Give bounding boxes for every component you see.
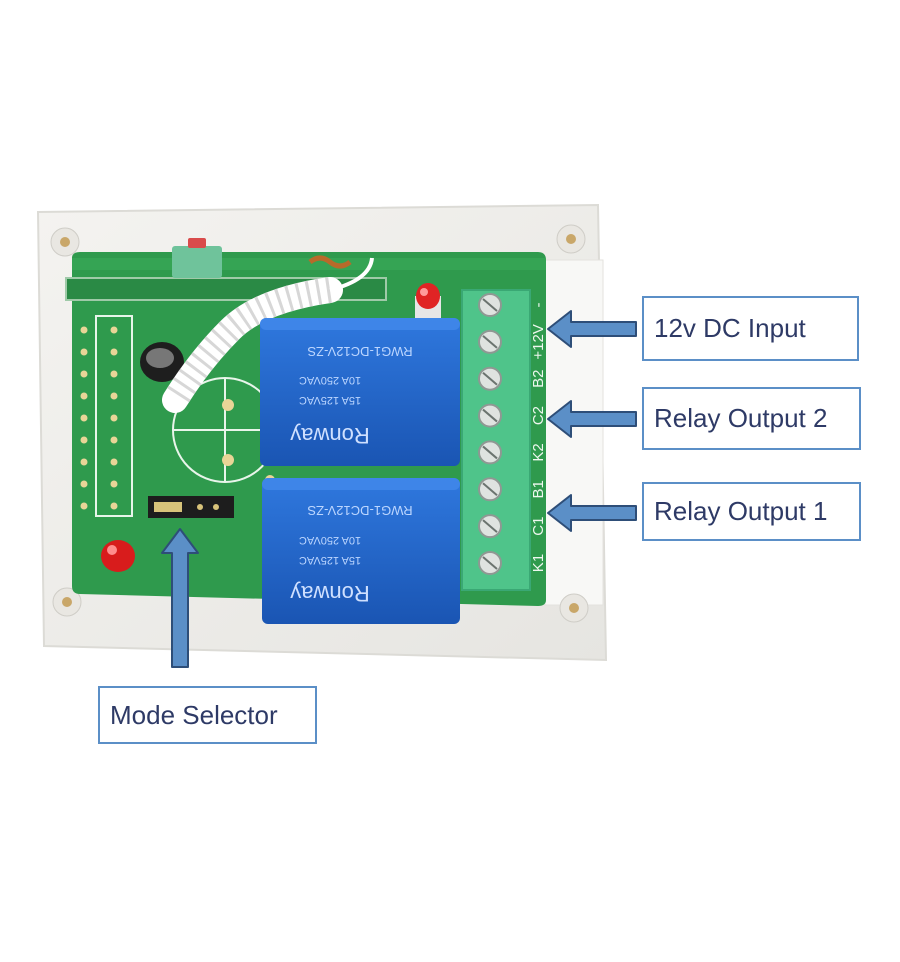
arrow-mode xyxy=(161,528,199,668)
terminal-screw-slot xyxy=(482,482,498,497)
arrow-relay2 xyxy=(547,400,637,438)
terminal-label-6: +12V xyxy=(530,324,547,359)
terminal-screw-slot xyxy=(482,335,498,349)
terminal-screws xyxy=(478,293,502,575)
callout-mode-selector: Mode Selector xyxy=(98,686,317,744)
terminal-screw-slot xyxy=(482,445,498,460)
terminal-screw-slot xyxy=(482,408,498,423)
terminal-screw-slot xyxy=(482,371,498,386)
terminal-block xyxy=(461,289,531,591)
arrow-relay1 xyxy=(547,494,637,532)
relay-1-rating-a: 10A 250VAC xyxy=(299,374,361,386)
terminal-labels: K1 C1 B1 K2 C2 B2 +12V - xyxy=(530,303,547,573)
callout-12v-dc-input: 12v DC Input xyxy=(642,296,859,361)
relay-2-model: RWG1-DC12V-ZS xyxy=(307,503,413,518)
relay-1: RWG1-DC12V-ZS 10A 250VAC 15A 125VAC Ronw… xyxy=(260,318,460,466)
callout-relay-output-1: Relay Output 1 xyxy=(642,482,861,541)
terminal-label-5: B2 xyxy=(530,370,547,388)
terminal-label-1: C1 xyxy=(530,517,547,536)
terminal-screw-slot xyxy=(482,519,498,533)
callout-12v-dc-input-label: 12v DC Input xyxy=(654,313,806,343)
relay-2-brand: Ronway xyxy=(290,581,369,606)
terminal-label-0: K1 xyxy=(530,554,547,572)
terminal-label-4: C2 xyxy=(530,406,547,425)
relay-1-brand: Ronway xyxy=(290,423,369,448)
coil-antenna xyxy=(162,257,374,413)
terminal-label-7: - xyxy=(530,303,547,308)
status-led-top xyxy=(415,283,441,318)
status-led-bottom xyxy=(101,540,135,572)
callout-mode-selector-label: Mode Selector xyxy=(110,699,278,730)
relay-1-rating-b: 15A 125VAC xyxy=(299,394,361,406)
terminal-label-3: K2 xyxy=(530,443,547,461)
arrow-input xyxy=(547,310,637,348)
terminal-label-2: B1 xyxy=(530,480,547,498)
relay-2-rating-b: 15A 125VAC xyxy=(299,554,361,566)
mode-selector-jumper xyxy=(148,496,234,518)
relay-2: RWG1-DC12V-ZS 10A 250VAC 15A 125VAC Ronw… xyxy=(262,478,460,624)
relay-2-rating-a: 10A 250VAC xyxy=(299,534,361,546)
terminal-screw-slot xyxy=(482,556,498,570)
capacitor xyxy=(140,342,184,382)
callout-relay-output-2-label: Relay Output 2 xyxy=(654,403,828,433)
terminal-screw-slot xyxy=(482,298,498,312)
callout-relay-output-1-label: Relay Output 1 xyxy=(654,496,828,526)
relay-1-model: RWG1-DC12V-ZS xyxy=(307,344,413,359)
callout-relay-output-2: Relay Output 2 xyxy=(642,387,861,450)
